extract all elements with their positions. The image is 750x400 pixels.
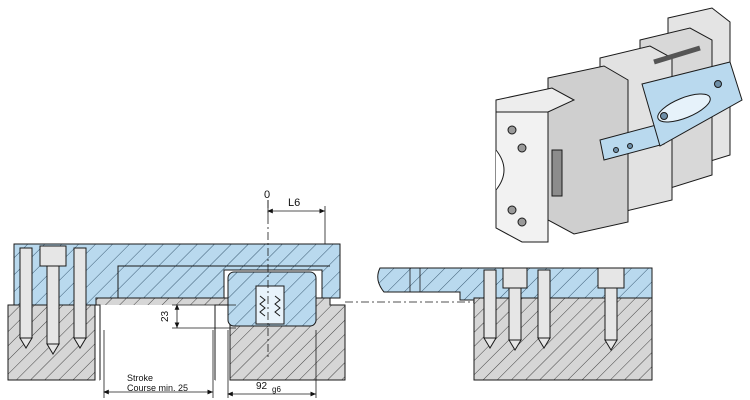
- iso-latch-pin-3: [613, 147, 619, 153]
- dimension-annotations: 0 L6 23 Stroke Course min. 25 92 g6: [103, 189, 326, 398]
- width-label: 92: [256, 381, 268, 392]
- iso-latch-pin-4: [627, 143, 633, 149]
- stroke-label-fr: Course min. 25: [127, 383, 188, 393]
- iso-hole-2: [517, 143, 527, 153]
- iso-hole-3: [507, 205, 517, 215]
- section-right-assembly: [377, 267, 653, 381]
- left-blue-plate: [13, 243, 341, 306]
- iso-front-plate-notch: [495, 149, 505, 191]
- iso-latch-slot: [657, 93, 711, 123]
- screw-6: [537, 269, 551, 339]
- screw-5: [508, 287, 522, 341]
- screw-group-right: [483, 267, 625, 351]
- height-label: 23: [160, 310, 171, 322]
- iso-latch-pin-2: [714, 80, 722, 88]
- right-base-plate: [473, 297, 653, 381]
- screw-5-head: [502, 267, 528, 289]
- screw-7-head: [597, 267, 625, 289]
- screw-7: [604, 287, 618, 341]
- l6-label: L6: [288, 197, 300, 209]
- iso-latch-pin-1: [660, 112, 668, 120]
- screw-1: [19, 247, 33, 339]
- slider-spring-pocket: [255, 285, 285, 325]
- iso-cavity-slot: [551, 149, 563, 197]
- screw-group-left: [19, 245, 87, 355]
- screw-2: [46, 265, 60, 345]
- screw-3: [73, 247, 87, 339]
- iso-hole-1: [507, 125, 517, 135]
- base-gap-stroke-area: [100, 305, 215, 381]
- section-left-assembly: [7, 200, 346, 381]
- width-tolerance-label: g6: [272, 385, 281, 394]
- screw-2-head: [39, 245, 67, 267]
- spring-icon: [259, 295, 281, 317]
- iso-plate-front-top: [495, 87, 576, 113]
- blue-plate-inner-slot: [96, 265, 330, 299]
- zero-label: 0: [264, 189, 270, 201]
- screw-4: [483, 269, 497, 339]
- iso-guide-rod: [653, 45, 701, 65]
- isometric-mold-assembly: [495, 7, 743, 243]
- stroke-label-en: Stroke: [127, 373, 153, 383]
- iso-hole-4: [517, 217, 527, 227]
